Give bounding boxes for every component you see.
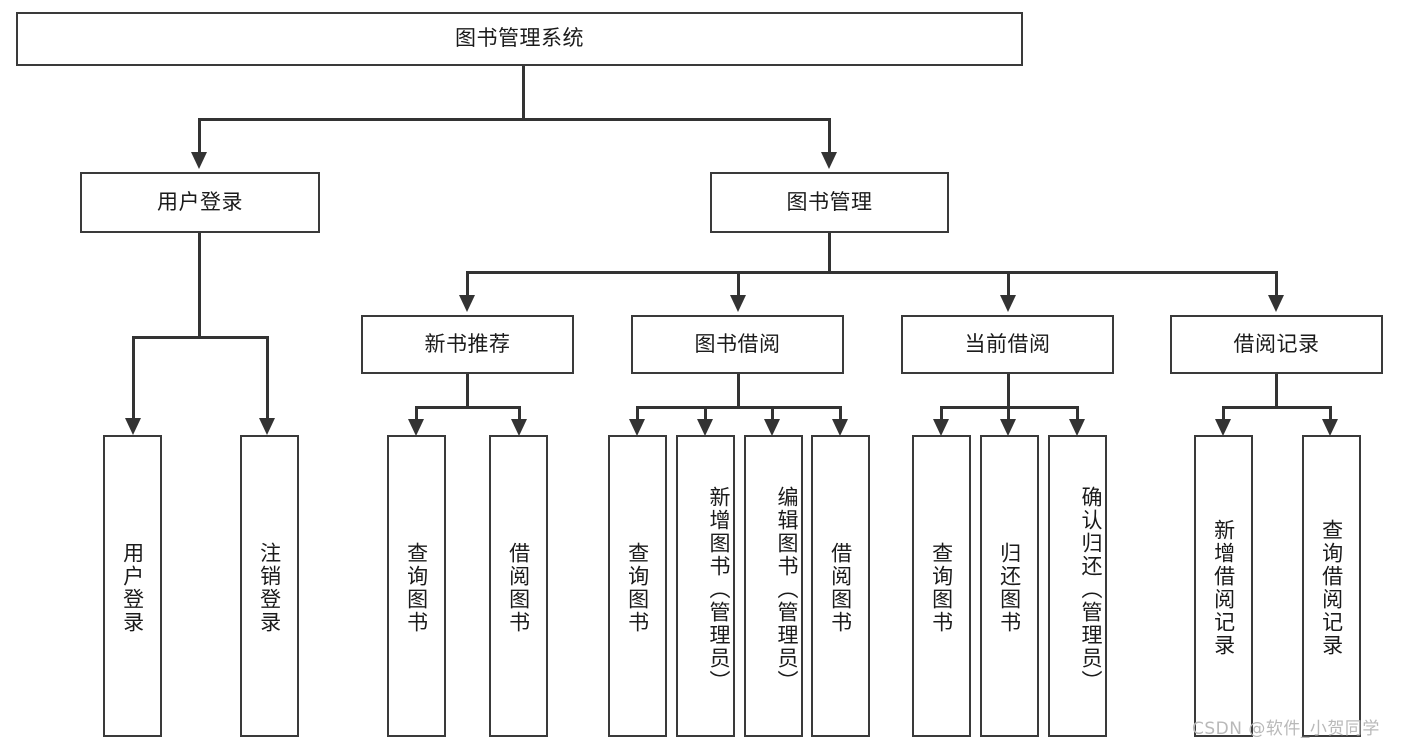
arrowhead-current-borrow-to-leaf-2 xyxy=(1000,419,1016,436)
arrowhead-borrow-record-to-leaf-1 xyxy=(1215,419,1231,436)
edge-borrow-record-splitter xyxy=(1222,406,1332,409)
node-user-login[interactable]: 用户登录 xyxy=(80,172,320,233)
arrowhead-current-borrow-to-leaf-1 xyxy=(933,419,949,436)
edge-bm-to-book-borrow xyxy=(737,271,740,298)
arrowhead-book-borrow-to-leaf-4 xyxy=(832,419,848,436)
node-new-book-recommend[interactable]: 新书推荐 xyxy=(361,315,574,374)
node-label: 借阅图书 xyxy=(828,542,853,634)
edge-book-borrow-to-leaf-3 xyxy=(771,406,774,422)
edge-book-borrow-to-leaf-1 xyxy=(636,406,639,422)
edge-book-borrow-to-leaf-2 xyxy=(704,406,707,422)
edge-root-trunk xyxy=(522,66,525,119)
leaf-current-borrow-query-book[interactable]: 查询图书 xyxy=(912,435,971,737)
node-label: 当前借阅 xyxy=(964,331,1051,356)
node-label: 图书管理 xyxy=(786,189,873,214)
leaf-new-book-borrow-book[interactable]: 借阅图书 xyxy=(489,435,548,737)
node-book-management[interactable]: 图书管理 xyxy=(710,172,949,233)
arrowhead-bm-to-borrow-record xyxy=(1268,295,1284,312)
edge-root-splitter xyxy=(198,118,831,121)
edge-user-login-splitter xyxy=(132,336,269,339)
edge-book-management-splitter xyxy=(466,271,1278,274)
node-label: 用户登录 xyxy=(120,542,145,634)
node-book-borrow[interactable]: 图书借阅 xyxy=(631,315,844,374)
arrowhead-root-to-book-management xyxy=(821,152,837,169)
leaf-user-login-login[interactable]: 用户登录 xyxy=(103,435,162,737)
node-root-book-management-system[interactable]: 图书管理系统 xyxy=(16,12,1023,66)
node-label: 查询图书 xyxy=(404,542,429,634)
edge-book-borrow-to-leaf-4 xyxy=(839,406,842,422)
node-label: 图书管理系统 xyxy=(455,26,584,51)
leaf-current-borrow-confirm-return-admin[interactable]: 确认归还（管理员） xyxy=(1048,435,1107,737)
edge-new-book-splitter xyxy=(415,406,521,409)
csdn-watermark: CSDN @软件_小贺同学 xyxy=(1192,719,1380,739)
arrowhead-new-book-to-leaf-1 xyxy=(408,419,424,436)
edge-current-borrow-trunk xyxy=(1007,374,1010,408)
edge-root-to-user-login xyxy=(198,118,201,154)
node-label: 编辑图书（管理员） xyxy=(775,485,799,693)
arrowhead-user-login-to-leaf-1 xyxy=(125,418,141,435)
arrowhead-new-book-to-leaf-2 xyxy=(511,419,527,436)
arrowhead-book-borrow-to-leaf-2 xyxy=(697,419,713,436)
edge-new-book-trunk xyxy=(466,374,469,408)
leaf-book-borrow-add-book-admin[interactable]: 新增图书（管理员） xyxy=(676,435,735,737)
edge-current-borrow-to-leaf-1 xyxy=(940,406,943,422)
edge-borrow-record-to-leaf-2 xyxy=(1329,406,1332,422)
edge-new-book-to-leaf-2 xyxy=(518,406,521,422)
node-label: 新书推荐 xyxy=(424,331,511,356)
edge-bm-to-new-book xyxy=(466,271,469,298)
edge-user-login-to-leaf-2 xyxy=(266,336,269,421)
leaf-user-login-logout[interactable]: 注销登录 xyxy=(240,435,299,737)
node-label: 查询图书 xyxy=(929,542,954,634)
leaf-new-book-query-book[interactable]: 查询图书 xyxy=(387,435,446,737)
edge-current-borrow-to-leaf-2 xyxy=(1007,406,1010,422)
edge-user-login-trunk xyxy=(198,233,201,337)
edge-bm-to-current-borrow xyxy=(1007,271,1010,298)
node-label: 借阅图书 xyxy=(506,542,531,634)
edge-book-borrow-trunk xyxy=(737,374,740,408)
edge-bm-to-borrow-record xyxy=(1275,271,1278,298)
node-label: 注销登录 xyxy=(257,542,282,634)
node-label: 新增借阅记录 xyxy=(1211,519,1236,657)
arrowhead-borrow-record-to-leaf-2 xyxy=(1322,419,1338,436)
edge-borrow-record-trunk xyxy=(1275,374,1278,408)
arrowhead-book-borrow-to-leaf-3 xyxy=(764,419,780,436)
node-label: 归还图书 xyxy=(997,542,1022,634)
leaf-borrow-record-add-record[interactable]: 新增借阅记录 xyxy=(1194,435,1253,737)
arrowhead-user-login-to-leaf-2 xyxy=(259,418,275,435)
edge-book-borrow-splitter xyxy=(636,406,842,409)
node-label: 借阅记录 xyxy=(1233,331,1320,356)
node-label: 查询借阅记录 xyxy=(1319,519,1344,657)
node-label: 新增图书（管理员） xyxy=(707,485,731,693)
node-label: 确认归还（管理员） xyxy=(1079,485,1103,693)
arrowhead-bm-to-current-borrow xyxy=(1000,295,1016,312)
node-current-borrow[interactable]: 当前借阅 xyxy=(901,315,1114,374)
edge-root-to-book-management xyxy=(828,118,831,154)
leaf-borrow-record-query-record[interactable]: 查询借阅记录 xyxy=(1302,435,1361,737)
edge-user-login-to-leaf-1 xyxy=(132,336,135,421)
arrowhead-bm-to-new-book xyxy=(459,295,475,312)
edge-book-management-trunk xyxy=(828,233,831,273)
node-label: 用户登录 xyxy=(157,189,243,214)
arrowhead-current-borrow-to-leaf-3 xyxy=(1069,419,1085,436)
arrowhead-root-to-user-login xyxy=(191,152,207,169)
leaf-book-borrow-query-book[interactable]: 查询图书 xyxy=(608,435,667,737)
arrowhead-bm-to-book-borrow xyxy=(730,295,746,312)
leaf-book-borrow-edit-book-admin[interactable]: 编辑图书（管理员） xyxy=(744,435,803,737)
edge-borrow-record-to-leaf-1 xyxy=(1222,406,1225,422)
edge-current-borrow-to-leaf-3 xyxy=(1076,406,1079,422)
node-label: 查询图书 xyxy=(625,542,650,634)
edge-new-book-to-leaf-1 xyxy=(415,406,418,422)
arrowhead-book-borrow-to-leaf-1 xyxy=(629,419,645,436)
leaf-book-borrow-borrow-book[interactable]: 借阅图书 xyxy=(811,435,870,737)
leaf-current-borrow-return-book[interactable]: 归还图书 xyxy=(980,435,1039,737)
node-borrow-record[interactable]: 借阅记录 xyxy=(1170,315,1383,374)
node-label: 图书借阅 xyxy=(694,331,781,356)
